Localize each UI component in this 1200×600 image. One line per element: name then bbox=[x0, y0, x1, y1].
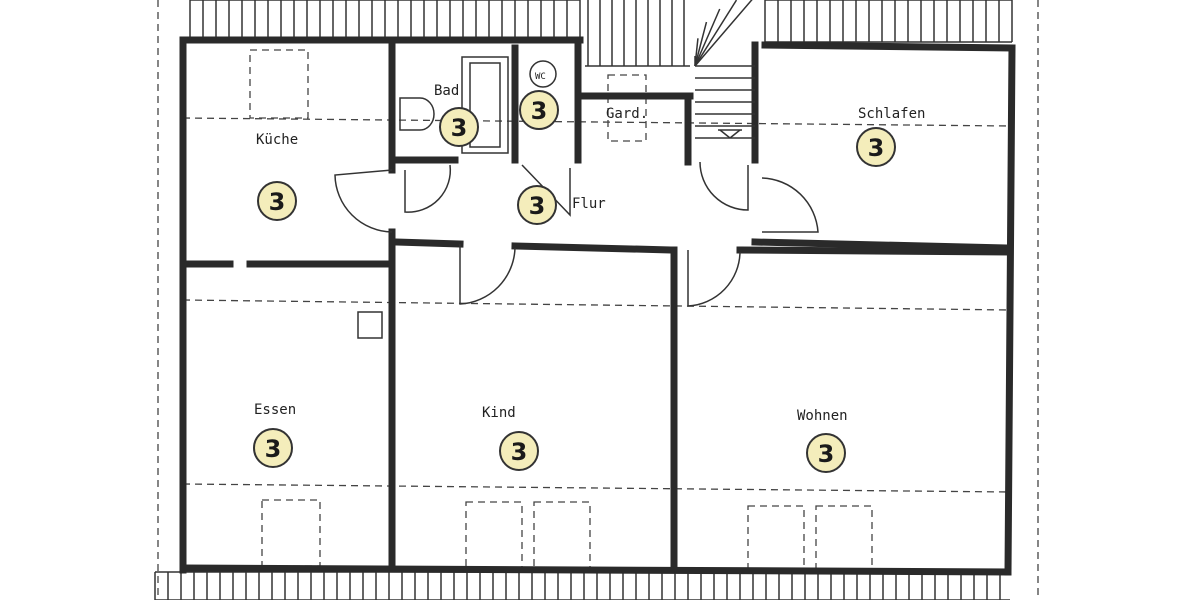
room-label-kind: Kind bbox=[482, 405, 516, 421]
staircase bbox=[585, 0, 755, 139]
room-label-essen: Essen bbox=[254, 402, 296, 418]
hatch-line bbox=[719, 129, 731, 139]
svg-text:3: 3 bbox=[451, 114, 468, 142]
room-label-bad: Bad bbox=[434, 83, 459, 99]
hatch-line bbox=[694, 8, 721, 67]
svg-text:3: 3 bbox=[531, 97, 548, 125]
svg-text:3: 3 bbox=[529, 192, 546, 220]
room-badge-kind: 3 bbox=[499, 431, 539, 471]
svg-text:3: 3 bbox=[265, 435, 282, 463]
hatch-line bbox=[694, 0, 753, 67]
hatch-line bbox=[694, 0, 738, 67]
room-label-kueche: Küche bbox=[256, 132, 298, 148]
room-badge-flur: 3 bbox=[517, 185, 557, 225]
room-badge-essen: 3 bbox=[253, 428, 293, 468]
room-badge-wohnen: 3 bbox=[806, 433, 846, 473]
room-label-schlafen: Schlafen bbox=[858, 106, 925, 122]
roof-hatching bbox=[154, 0, 1013, 600]
dashed-guides bbox=[157, 0, 1039, 600]
room-label-wc: WC bbox=[535, 72, 546, 82]
bathroom-fixtures bbox=[399, 56, 557, 154]
svg-text:3: 3 bbox=[868, 134, 885, 162]
hatch-line bbox=[729, 129, 741, 139]
svg-text:3: 3 bbox=[511, 438, 528, 466]
room-label-gard: Gard. bbox=[606, 106, 648, 122]
svg-text:3: 3 bbox=[818, 440, 835, 468]
doors bbox=[334, 161, 819, 307]
room-label-wohnen: Wohnen bbox=[797, 408, 848, 424]
room-badge-wc: 3 bbox=[519, 90, 559, 130]
room-badge-kueche: 3 bbox=[257, 181, 297, 221]
hatch-line bbox=[694, 21, 708, 67]
svg-text:3: 3 bbox=[269, 188, 286, 216]
room-badge-schlafen: 3 bbox=[856, 127, 896, 167]
room-label-flur: Flur bbox=[572, 196, 606, 212]
room-badge-bad: 3 bbox=[439, 107, 479, 147]
